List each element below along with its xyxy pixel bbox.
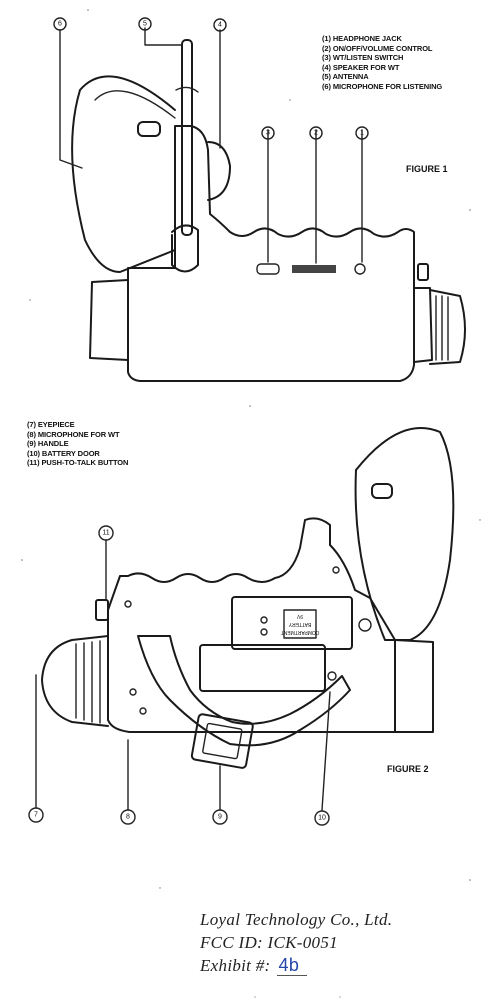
svg-text:8: 8 <box>126 814 130 821</box>
callout-3: 3 <box>261 126 275 140</box>
lens-barrel <box>413 287 433 363</box>
device-body-outline <box>127 125 415 382</box>
callout-2: 2 <box>309 126 323 140</box>
svg-text:3: 3 <box>266 130 270 137</box>
legend-item: (2) ON/OFF/VOLUME CONTROL <box>322 43 433 53</box>
callout-7: 7 <box>28 807 44 823</box>
callout-1: 1 <box>355 126 369 140</box>
figure-2-title: FIGURE 2 <box>387 764 429 774</box>
volume-control <box>292 265 336 273</box>
figure-2-legend: (7) EYEPIECE (8) MICROPHONE FOR WT (9) H… <box>27 420 128 468</box>
callout-5: 5 <box>138 17 152 31</box>
figure-1-title: FIGURE 1 <box>406 164 448 174</box>
battery-compartment <box>231 596 353 650</box>
legend-item: (1) HEADPHONE JACK <box>322 34 402 43</box>
svg-text:2: 2 <box>314 130 318 137</box>
eyepiece-tube <box>89 279 129 361</box>
legend-item: (10) BATTERY DOOR <box>27 448 100 458</box>
svg-text:10: 10 <box>318 815 326 822</box>
figure-1-legend: (1) HEADPHONE JACK (2) ON/OFF/VOLUME CON… <box>322 34 442 92</box>
exhibit-row: Exhibit #: 4b <box>200 954 392 977</box>
svg-text:COMPARTMENT: COMPARTMENT <box>281 629 320 635</box>
battery-door <box>199 644 326 692</box>
svg-text:7: 7 <box>34 812 38 819</box>
antenna <box>171 39 199 273</box>
svg-text:1: 1 <box>360 130 364 137</box>
wt-listen-switch <box>256 263 280 275</box>
battery-compartment-label: COMPARTMENT BATTERY 9V <box>281 613 320 635</box>
figure-1-callouts: 6 5 4 3 2 1 <box>53 17 369 140</box>
svg-text:9V: 9V <box>296 613 303 619</box>
figure-2-callouts: 11 7 8 9 10 <box>28 525 330 826</box>
microphone-dish-2 <box>354 427 455 641</box>
callout-10: 10 <box>314 810 330 826</box>
callout-8: 8 <box>120 809 136 825</box>
headphone-jack <box>354 263 366 275</box>
legend-item: (5) ANTENNA <box>322 72 369 82</box>
figure-1-device <box>59 27 466 382</box>
legend-item: (8) MICROPHONE FOR WT <box>27 429 120 439</box>
legend-item: (9) HANDLE <box>27 439 69 449</box>
speaker-knob <box>207 141 231 201</box>
legend-item: (11) PUSH-TO-TALK BUTTON <box>27 458 129 468</box>
eyepiece <box>41 635 109 727</box>
push-to-talk-button <box>95 599 109 621</box>
figure-2-device <box>35 427 455 811</box>
legend-item: (3) WT/LISTEN SWITCH <box>322 53 404 63</box>
fcc-id: FCC ID: ICK-0051 <box>200 933 338 952</box>
callout-6: 6 <box>53 17 67 31</box>
callout-9: 9 <box>212 809 228 825</box>
legend-item: (4) SPEAKER FOR WT <box>322 62 400 72</box>
legend-item: (6) MICROPHONE FOR LISTENING <box>322 81 443 91</box>
svg-text:5: 5 <box>143 21 147 28</box>
svg-text:BATTERY: BATTERY <box>288 621 311 627</box>
legend-item: (7) EYEPIECE <box>27 420 75 429</box>
handle-strap <box>137 635 351 747</box>
company-name: Loyal Technology Co., Ltd. <box>200 910 393 929</box>
scan-noise <box>21 9 481 998</box>
svg-text:6: 6 <box>58 21 62 28</box>
exhibit-label: Exhibit #: <box>200 956 271 975</box>
lens-ring <box>429 289 466 365</box>
microphone-dish <box>71 75 176 273</box>
exhibit-footer: Loyal Technology Co., Ltd. FCC ID: ICK-0… <box>200 908 392 977</box>
device-body-outline-2 <box>107 517 396 733</box>
exhibit-number: 4b <box>276 955 308 976</box>
callout-11: 11 <box>98 525 114 541</box>
svg-text:9: 9 <box>218 814 222 821</box>
svg-text:4: 4 <box>218 22 222 29</box>
callout-4: 4 <box>213 18 227 32</box>
svg-text:11: 11 <box>102 530 109 537</box>
